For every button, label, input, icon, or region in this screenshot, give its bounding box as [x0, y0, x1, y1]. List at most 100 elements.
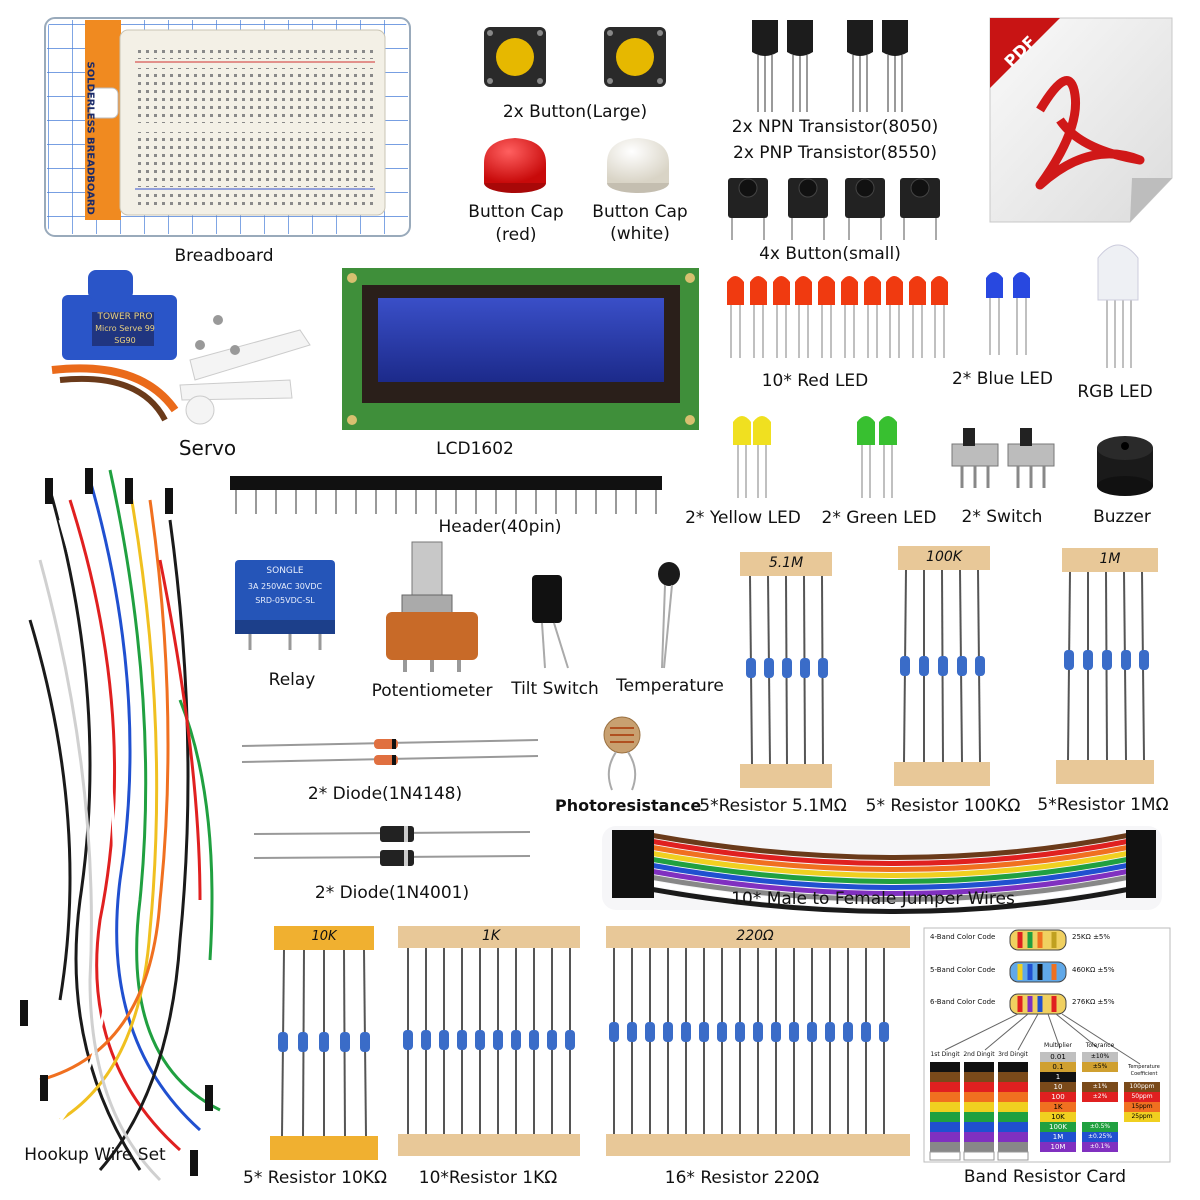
breadboard-image	[44, 17, 411, 237]
band-row2-value: 460KΩ ±5%	[1072, 966, 1115, 974]
tape-51m: 5.1M	[768, 555, 804, 571]
button-cap-red-label-2: (red)	[495, 225, 537, 245]
tilt-switch-label: Tilt Switch	[511, 679, 599, 699]
pdf-icon	[989, 17, 1173, 223]
relay-spec-2: SRD-05VDC-SL	[255, 596, 315, 605]
servo-brand-text: TOWER PRO	[97, 312, 153, 322]
blue-led-image	[986, 272, 1030, 355]
buzzer-label: Buzzer	[1093, 507, 1151, 527]
band-col-temp: Temperature Coefficient	[1128, 1064, 1160, 1077]
band-mult-value: 1	[1055, 1073, 1061, 1081]
resistor-220-image	[606, 926, 910, 1156]
band-mult-value: 10M	[1050, 1143, 1066, 1151]
switch-label: 2* Switch	[961, 507, 1043, 527]
resistor-220-label: 16* Resistor 220Ω	[664, 1168, 820, 1188]
small-button-image	[728, 178, 940, 240]
band-mult-value: 10	[1053, 1083, 1063, 1091]
resistor-1k-image	[398, 926, 580, 1156]
band-tol-value: ±2%	[1092, 1093, 1108, 1100]
button-cap-white-image	[607, 138, 669, 193]
band-row3-value: 276KΩ ±5%	[1072, 998, 1115, 1006]
servo-code-text: SG90	[114, 336, 136, 345]
band-row2-label: 5-Band Color Code	[930, 966, 996, 974]
blue-led-label: 2* Blue LED	[951, 369, 1054, 389]
red-led-image	[727, 276, 948, 358]
relay-spec-1: 3A 250VAC 30VDC	[247, 582, 323, 591]
rgb-led-label: RGB LED	[1077, 382, 1153, 402]
photoresistor-image	[603, 716, 641, 791]
diode-1n4148-label: 2* Diode(1N4148)	[307, 784, 463, 804]
tape-220: 220Ω	[736, 928, 774, 944]
hookup-wire-image	[28, 469, 221, 1182]
photoresistance-label: Photoresistance	[555, 796, 702, 815]
jumper-wires-label: 10* Male to Female Jumper Wires	[731, 889, 1015, 909]
resistor-51m-label: 5*Resistor 5.1MΩ	[699, 796, 847, 816]
resistor-1m-label: 5*Resistor 1MΩ	[1037, 795, 1169, 815]
band-mult-value: 100K	[1049, 1123, 1067, 1131]
band-mult-value: 0.1	[1052, 1063, 1064, 1071]
jumper-wires-image	[602, 826, 1162, 914]
button-small-label: 4x Button(small)	[759, 244, 901, 264]
band-mult-value: 0.01	[1050, 1053, 1066, 1061]
band-col-1st: 1st Dingit	[930, 1051, 960, 1058]
band-col-mult: Multiplier	[1044, 1042, 1072, 1049]
lcd-label: LCD1602	[436, 439, 514, 459]
lcd-image	[342, 268, 699, 430]
relay-label: Relay	[268, 670, 316, 690]
temperature-label: Temperature	[616, 676, 724, 696]
band-temp-value: 100ppm	[1129, 1083, 1155, 1090]
buzzer-image	[1097, 436, 1153, 496]
npn-transistor-label: 2x NPN Transistor(8050)	[731, 117, 939, 137]
resistor-1k-label: 10*Resistor 1KΩ	[418, 1168, 558, 1188]
band-mult-value: 100	[1051, 1093, 1065, 1101]
resistor-10k-label: 5* Resistor 10KΩ	[243, 1168, 387, 1188]
band-tol-value: ±10%	[1090, 1053, 1110, 1060]
resistor-100k-label: 5* Resistor 100KΩ	[865, 796, 1021, 816]
band-temp-value: 15ppm	[1131, 1103, 1153, 1110]
diode-1n4001-image	[253, 826, 531, 866]
relay-image	[235, 560, 335, 650]
hookup-wire-label: Hookup Wire Set	[24, 1145, 166, 1165]
band-resistor-card-image	[923, 927, 1171, 1163]
band-col-tol: Tolerance	[1085, 1042, 1115, 1049]
band-temp-value: 25ppm	[1131, 1113, 1153, 1120]
tape-100k: 100K	[926, 549, 962, 565]
band-row1-value: 25KΩ ±5%	[1072, 933, 1111, 941]
band-tol-value: ±0.1%	[1089, 1143, 1111, 1150]
band-tol-value: ±0.5%	[1089, 1123, 1111, 1130]
resistor-1m-image	[1056, 548, 1158, 784]
band-mult-value: 10K	[1051, 1113, 1065, 1121]
header-label: Header(40pin)	[438, 517, 562, 537]
green-led-image	[857, 416, 897, 498]
button-cap-red-label-1: Button Cap	[468, 202, 564, 222]
diode-1n4148-image	[241, 739, 539, 765]
yellow-led-label: 2* Yellow LED	[685, 508, 801, 528]
servo-image	[51, 270, 311, 425]
band-mult-value: 1M	[1052, 1133, 1064, 1141]
large-button-image	[484, 27, 666, 87]
band-tol-value: ±1%	[1092, 1083, 1108, 1090]
band-row3-label: 6-Band Color Code	[930, 998, 996, 1006]
band-row1-label: 4-Band Color Code	[930, 933, 996, 941]
tape-1m: 1M	[1099, 551, 1121, 567]
diode-1n4001-label: 2* Diode(1N4001)	[314, 883, 470, 903]
slide-switch-image	[951, 428, 1055, 488]
band-mult-value: 1K	[1053, 1103, 1063, 1111]
tape-10k: 10K	[311, 929, 337, 944]
band-mult-values: 0.01 0.1 1 10 100 1K 10K 100K 1M 10M	[1040, 1052, 1076, 1152]
resistor-10k-image	[270, 926, 378, 1160]
yellow-led-image	[733, 416, 771, 498]
breadboard-label: Breadboard	[174, 246, 274, 266]
rgb-led-image	[1097, 244, 1139, 368]
servo-label: Servo	[178, 436, 237, 460]
red-led-label: 10* Red LED	[761, 371, 869, 391]
relay-brand-text: SONGLE	[266, 566, 304, 576]
tilt-switch-image	[532, 575, 569, 669]
band-temp-values: 100ppm 50ppm 15ppm 25ppm	[1124, 1082, 1160, 1122]
transistor-image	[757, 55, 903, 112]
button-cap-red-image	[484, 138, 546, 193]
resistor-51m-image	[740, 552, 832, 788]
button-large-label: 2x Button(Large)	[502, 102, 648, 122]
